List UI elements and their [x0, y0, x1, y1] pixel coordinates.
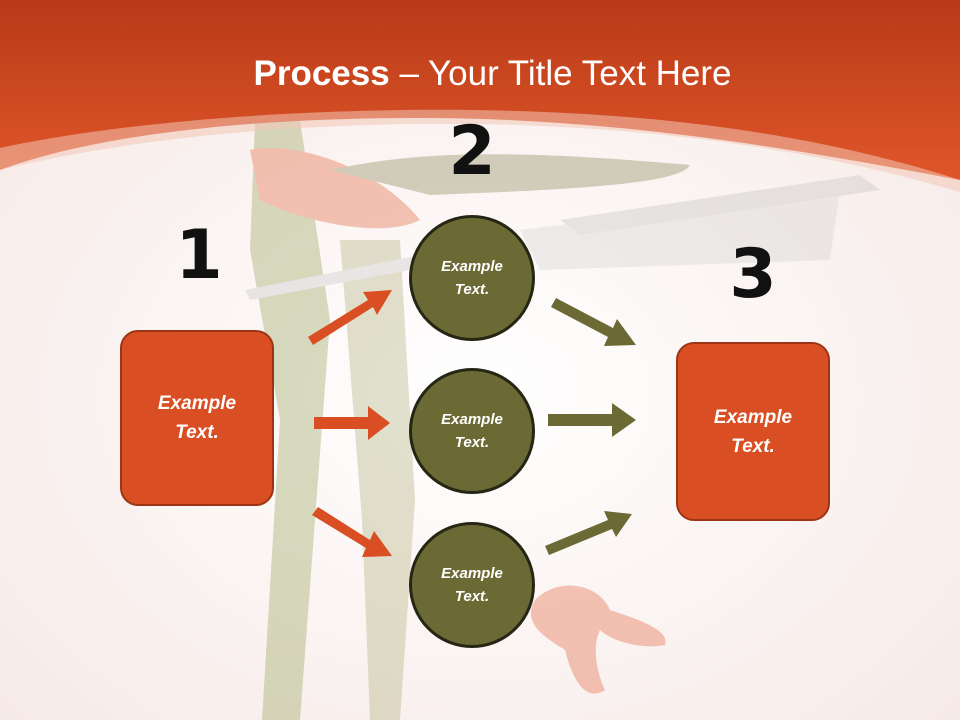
arrow-left-to-middle — [314, 406, 390, 440]
step-number-2: 2 — [448, 112, 496, 191]
title-rest: – Your Title Text Here — [389, 54, 732, 93]
slide-title: Process – Your Title Text Here — [0, 52, 960, 96]
circle-middle-text: Example Text. — [441, 411, 503, 451]
circle-bottom-text: Example Text. — [441, 565, 503, 605]
frog-illustration — [245, 120, 880, 720]
circle-top-text: Example Text. — [441, 258, 503, 298]
arrow-bottom-to-right — [545, 511, 632, 555]
circle-middle: Example Text. — [409, 368, 535, 494]
left-step-text: Example Text. — [157, 393, 237, 443]
arrow-left-to-bottom — [312, 507, 392, 557]
title-bold: Process — [253, 54, 390, 93]
arrow-left-to-top — [308, 290, 392, 345]
right-step-box: Example Text. — [676, 342, 830, 521]
arrow-top-to-right — [551, 298, 636, 346]
left-step-box: Example Text. — [120, 330, 274, 506]
arrow-middle-to-right — [548, 403, 636, 437]
step-number-3: 3 — [729, 235, 777, 314]
step-number-1: 1 — [175, 216, 223, 295]
circle-bottom: Example Text. — [409, 522, 535, 648]
circle-top: Example Text. — [409, 215, 535, 341]
right-step-text: Example Text. — [713, 406, 793, 457]
